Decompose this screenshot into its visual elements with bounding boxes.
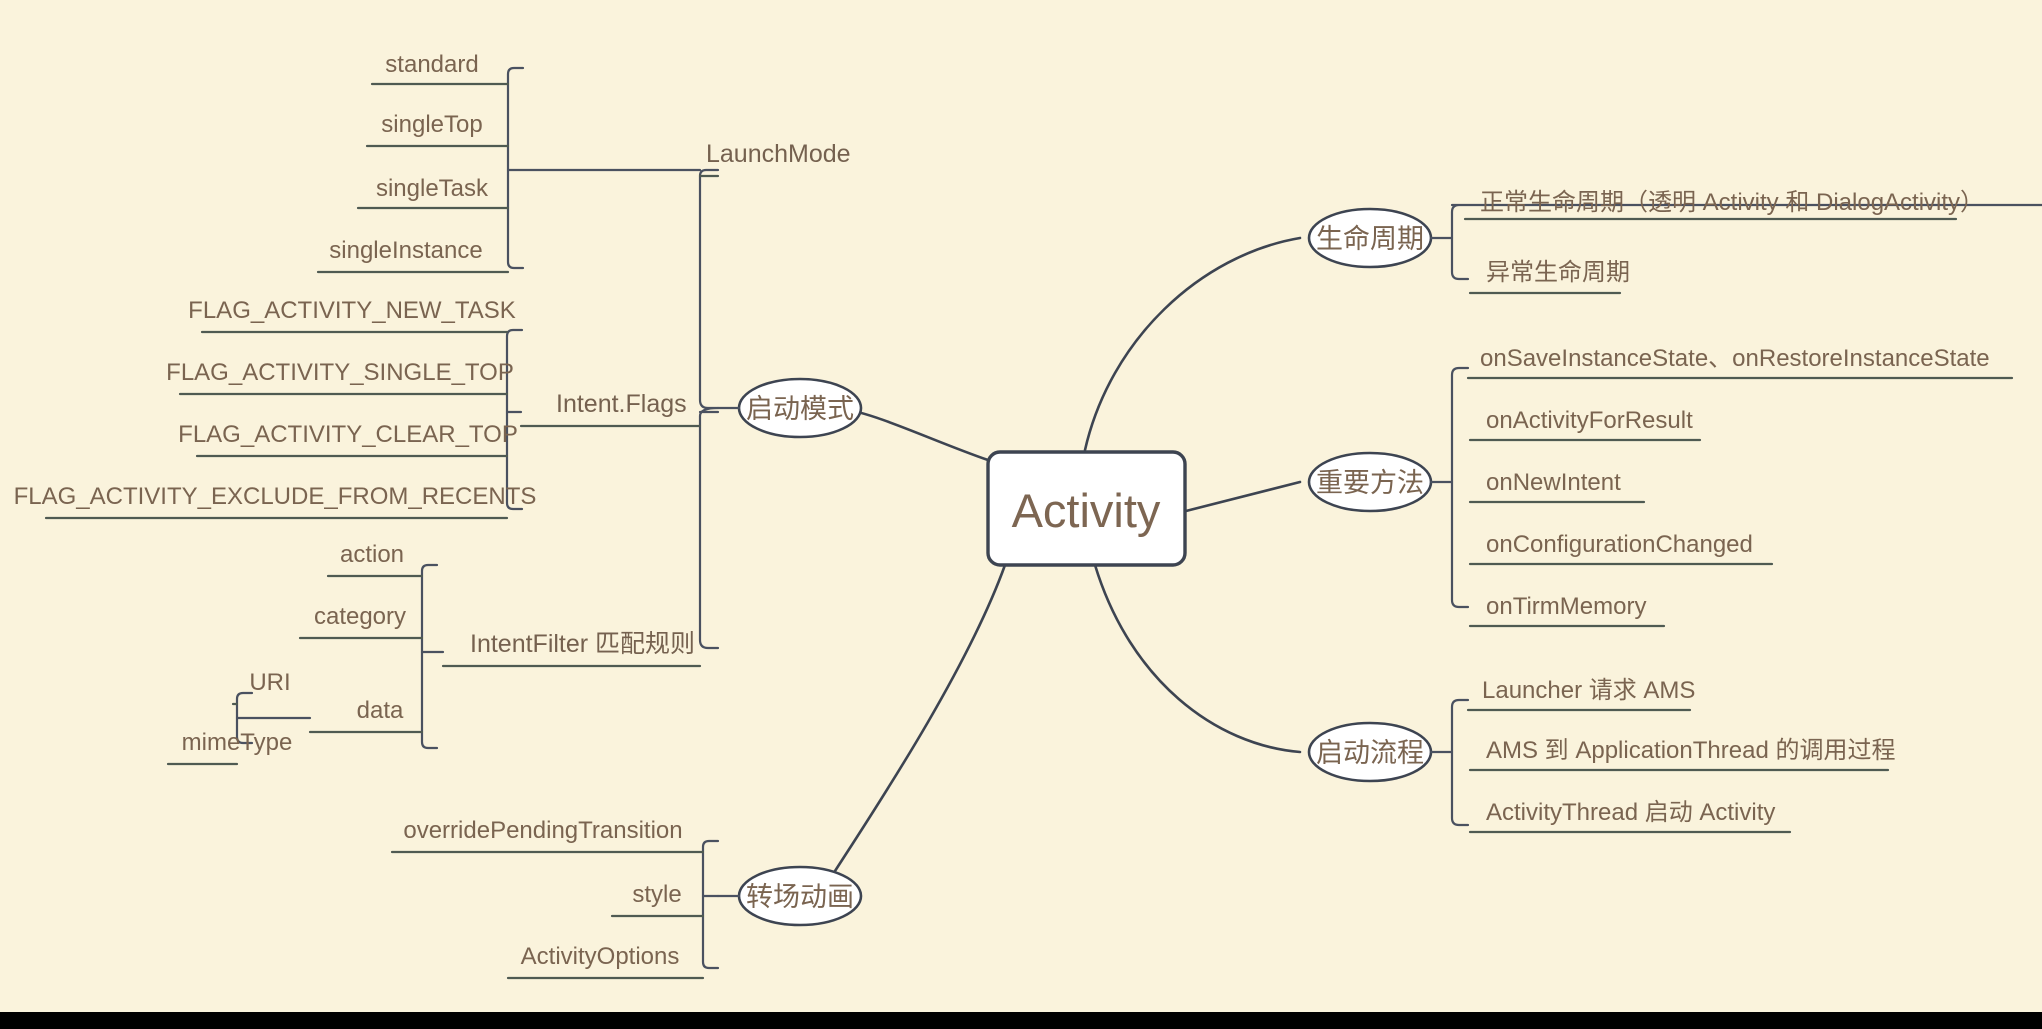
intentflags-child-label: Intent.Flags [556, 390, 687, 418]
leaf-action-label: action [340, 541, 404, 568]
leaf-flag-single-top-label: FLAG_ACTIVITY_SINGLE_TOP [166, 359, 514, 386]
leaf-ontirmmemory-label: onTirmMemory [1486, 593, 1646, 620]
bracket-launchmode-leaves [506, 66, 525, 270]
leaf-style[interactable]: style [610, 881, 705, 918]
leaf-singletask[interactable]: singleTask [356, 175, 510, 210]
leaf-onconfigurationchanged-label: onConfigurationChanged [1486, 531, 1753, 558]
edge-root-methods [1180, 480, 1302, 514]
leaf-launcher-request-ams[interactable]: Launcher 请求 AMS [1466, 677, 1695, 712]
leaf-activity-options-label: ActivityOptions [521, 943, 680, 970]
leaf-ams-to-applicationthread-label: AMS 到 ApplicationThread 的调用过程 [1486, 737, 1895, 764]
leaf-ontirmmemory[interactable]: onTirmMemory [1468, 593, 1666, 628]
leaf-data[interactable]: data [308, 697, 424, 734]
leaf-onconfigurationchanged[interactable]: onConfigurationChanged [1468, 531, 1774, 566]
leaf-standard[interactable]: standard [370, 51, 510, 86]
leaf-onnewintent-label: onNewIntent [1486, 469, 1621, 496]
branch-important-methods[interactable]: 重要方法 onSaveInstanceState、onRestoreInstan… [1307, 345, 2014, 628]
startup-node-label: 启动流程 [1316, 738, 1424, 768]
leaf-uri[interactable]: URI [231, 669, 291, 706]
leaf-flag-new-task-label: FLAG_ACTIVITY_NEW_TASK [188, 297, 516, 324]
leaf-onsaveinstancestate[interactable]: onSaveInstanceState、onRestoreInstanceSta… [1466, 345, 2014, 380]
leaf-launcher-request-ams-label: Launcher 请求 AMS [1482, 677, 1695, 704]
branch-startup-flow[interactable]: 启动流程 Launcher 请求 AMS AMS 到 ApplicationTh… [1307, 677, 1895, 834]
leaf-uri-label: URI [249, 669, 290, 696]
bracket-transition [701, 839, 720, 970]
leaf-abnormal-lifecycle-label: 异常生命周期 [1486, 259, 1630, 286]
child-intentfilter-group: IntentFilter 匹配规则 action category data [166, 541, 702, 766]
leaf-mimetype[interactable]: mimeType [166, 729, 293, 766]
leaf-override-pending-transition[interactable]: overridePendingTransition [390, 817, 705, 854]
intentfilter-child-label: IntentFilter 匹配规则 [470, 630, 695, 658]
leaf-style-label: style [632, 881, 681, 908]
leaf-flag-exclude-recents[interactable]: FLAG_ACTIVITY_EXCLUDE_FROM_RECENTS [14, 483, 537, 520]
lifecycle-node-label: 生命周期 [1316, 224, 1424, 254]
leaf-onactivityforresult-label: onActivityForResult [1486, 407, 1693, 434]
leaf-normal-lifecycle-label: 正常生命周期（透明 Activity 和 DialogActivity） [1480, 189, 1984, 216]
leaf-activity-options[interactable]: ActivityOptions [506, 943, 705, 980]
leaf-onsaveinstancestate-label: onSaveInstanceState、onRestoreInstanceSta… [1480, 345, 1990, 372]
edge-root-startup [1093, 563, 1302, 754]
leaf-singleinstance[interactable]: singleInstance [316, 237, 510, 274]
leaf-flag-exclude-recents-label: FLAG_ACTIVITY_EXCLUDE_FROM_RECENTS [14, 483, 537, 510]
leaf-onnewintent[interactable]: onNewIntent [1468, 469, 1646, 504]
leaf-singleinstance-label: singleInstance [329, 237, 482, 264]
leaf-singletop-label: singleTop [381, 111, 482, 138]
edge-root-transition [818, 563, 1007, 897]
leaf-data-label: data [357, 697, 404, 724]
bracket-intentfilter-leaves [420, 563, 439, 750]
launchmode-node-label: 启动模式 [746, 394, 854, 424]
leaf-activitythread-start-activity[interactable]: ActivityThread 启动 Activity [1468, 799, 1792, 834]
leaf-onactivityforresult[interactable]: onActivityForResult [1468, 407, 1702, 442]
bracket-methods [1450, 366, 1470, 609]
edge-root-lifecycle [1083, 236, 1302, 452]
transition-node-label: 转场动画 [746, 882, 854, 912]
leaf-mimetype-label: mimeType [182, 729, 293, 756]
methods-node-label: 重要方法 [1316, 468, 1424, 498]
child-launchmode-group: LaunchMode standard singleTop singleTask… [316, 51, 851, 274]
leaf-normal-lifecycle[interactable]: 正常生命周期（透明 Activity 和 DialogActivity） [1463, 189, 1984, 221]
leaf-standard-label: standard [385, 51, 478, 78]
root-node[interactable]: Activity [986, 450, 1187, 567]
branch-transition[interactable]: 转场动画 overridePendingTransition style Act… [390, 817, 863, 980]
leaf-ams-to-applicationthread[interactable]: AMS 到 ApplicationThread 的调用过程 [1468, 737, 1895, 772]
branch-launch-mode[interactable]: 启动模式 [698, 168, 863, 650]
bracket-lifecycle [1450, 203, 2042, 281]
bracket-launchmode [698, 168, 720, 650]
bracket-intentflags-leaves [505, 328, 524, 511]
launchmode-child-label: LaunchMode [706, 140, 851, 168]
bracket-startup [1450, 698, 1470, 827]
root-node-label: Activity [1012, 484, 1161, 537]
leaf-flag-clear-top[interactable]: FLAG_ACTIVITY_CLEAR_TOP [178, 421, 518, 458]
leaf-abnormal-lifecycle[interactable]: 异常生命周期 [1468, 259, 1630, 295]
leaf-category-label: category [314, 603, 406, 630]
leaf-override-pending-transition-label: overridePendingTransition [403, 817, 682, 844]
leaf-category[interactable]: category [298, 603, 424, 640]
leaf-singletop[interactable]: singleTop [365, 111, 510, 148]
root-node-box[interactable] [986, 450, 1187, 567]
leaf-flag-single-top[interactable]: FLAG_ACTIVITY_SINGLE_TOP [166, 359, 514, 396]
leaf-action[interactable]: action [326, 541, 424, 578]
leaf-flag-clear-top-label: FLAG_ACTIVITY_CLEAR_TOP [178, 421, 518, 448]
child-intentflags-group: Intent.Flags FLAG_ACTIVITY_NEW_TASK FLAG… [14, 297, 702, 520]
branch-lifecycle[interactable]: 生命周期 正常生命周期（透明 Activity 和 DialogActivity… [1307, 189, 2042, 295]
leaf-flag-new-task[interactable]: FLAG_ACTIVITY_NEW_TASK [188, 297, 516, 334]
bottom-black-bar [0, 1012, 2042, 1029]
leaf-activitythread-start-activity-label: ActivityThread 启动 Activity [1486, 799, 1775, 826]
leaf-singletask-label: singleTask [376, 175, 489, 202]
